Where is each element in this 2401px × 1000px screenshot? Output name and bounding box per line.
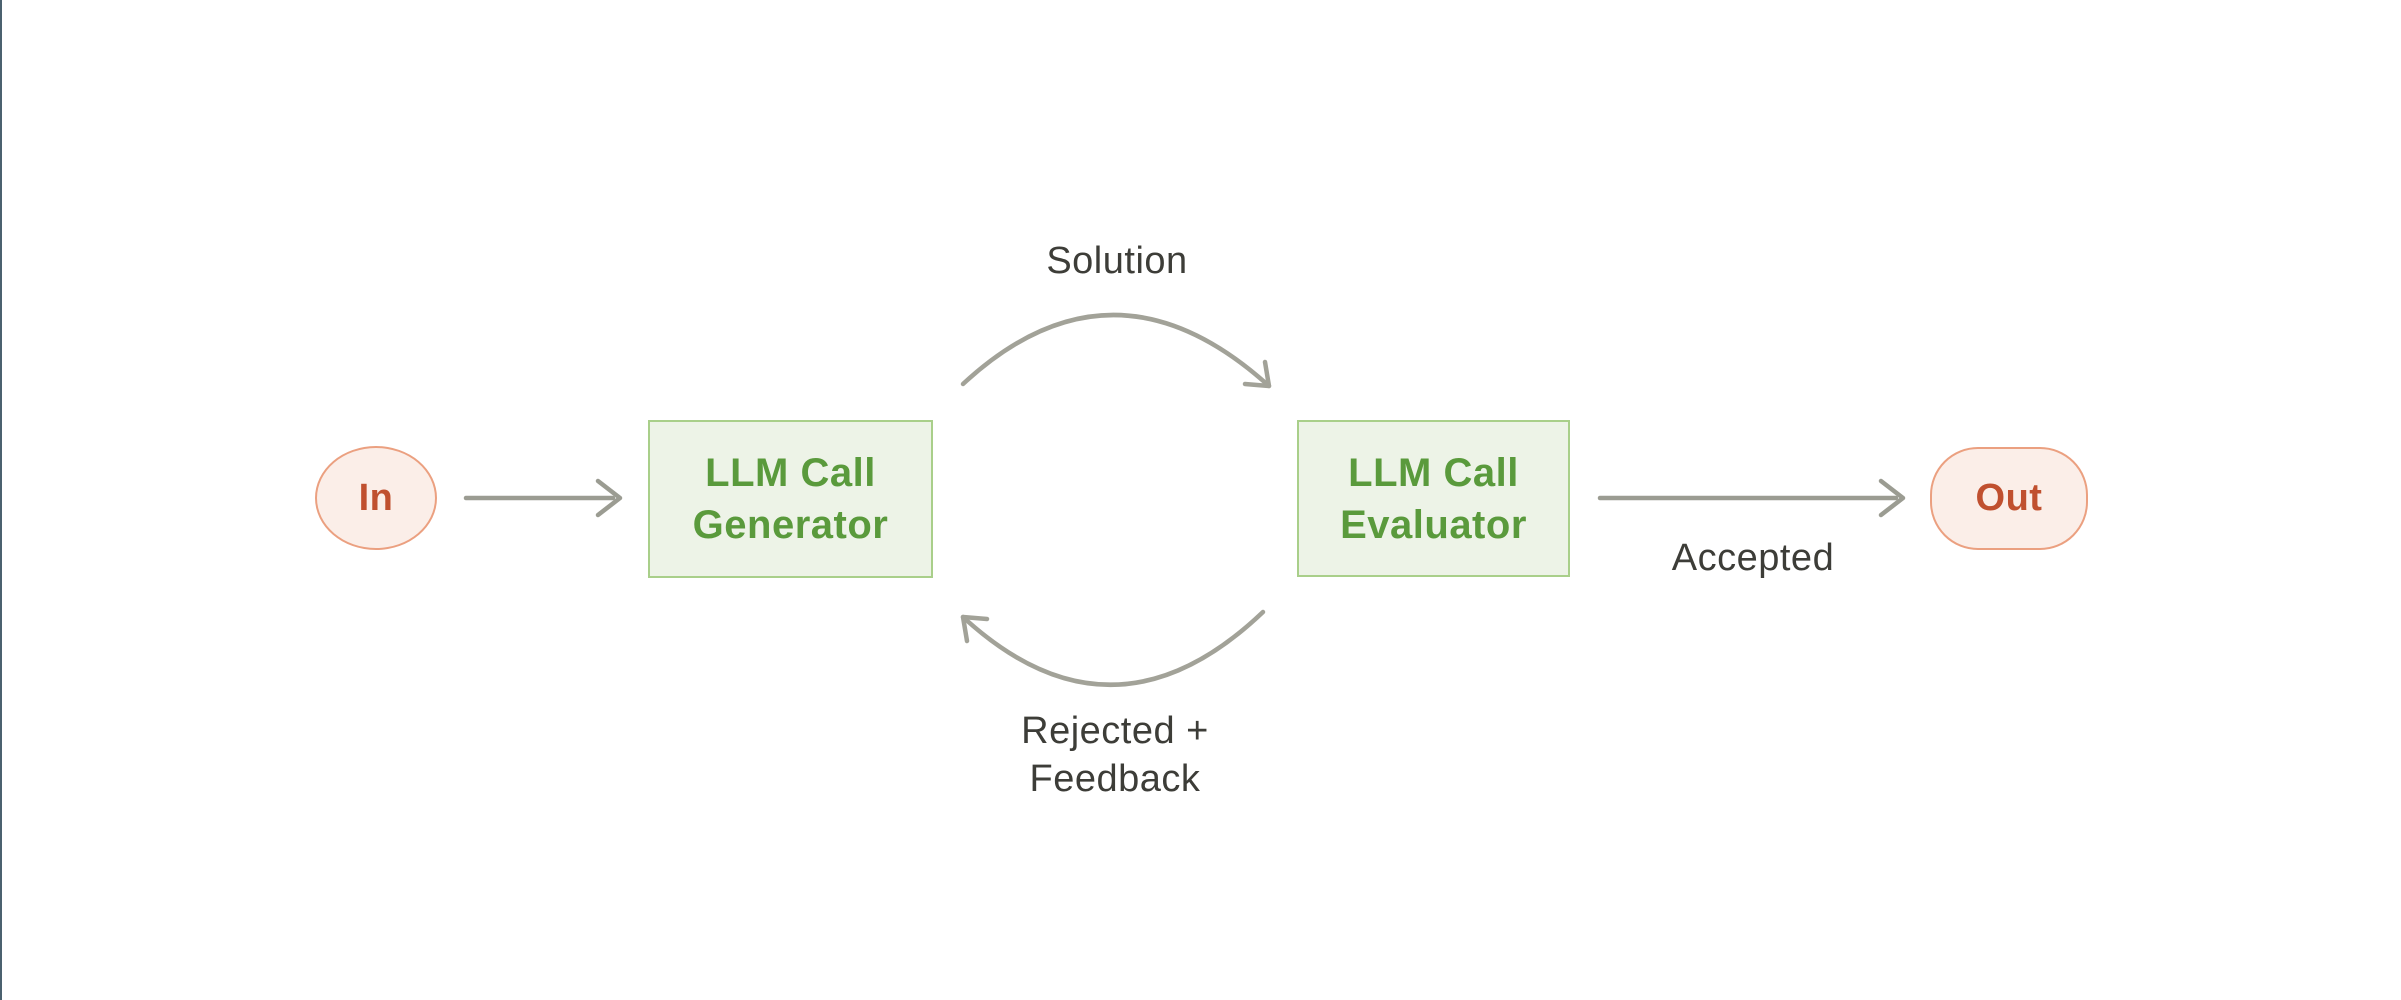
edge-label-rejected-line2: Feedback <box>1029 758 1201 800</box>
arrow-solution-curve-icon <box>960 312 1272 389</box>
arrow-in-to-generator-icon <box>463 478 623 518</box>
edge-label-accepted: Accepted <box>1671 537 1835 579</box>
edge-label-rejected-line1: Rejected + <box>1021 710 1209 752</box>
node-evaluator-label-line1: LLM Call <box>1348 450 1519 495</box>
window-edge-line <box>0 0 2 1000</box>
node-generator-label-line1: LLM Call <box>705 451 876 495</box>
arrow-evaluator-to-out-icon <box>1597 478 1906 518</box>
node-evaluator-label-line2: Evaluator <box>1340 502 1527 547</box>
node-in-label: In <box>358 476 394 519</box>
node-out: Out <box>1930 447 2088 550</box>
node-llm-call-evaluator: LLM Call Evaluator <box>1297 420 1570 577</box>
node-out-label: Out <box>1975 477 2043 519</box>
node-in: In <box>315 446 437 550</box>
edge-label-solution: Solution <box>1046 240 1188 282</box>
arrow-rejected-feedback-curve-icon <box>960 609 1266 687</box>
node-generator-label-line2: Generator <box>692 503 889 547</box>
node-llm-call-generator: LLM Call Generator <box>648 420 933 578</box>
edge-label-rejected-feedback: Rejected + Feedback <box>915 707 1315 803</box>
